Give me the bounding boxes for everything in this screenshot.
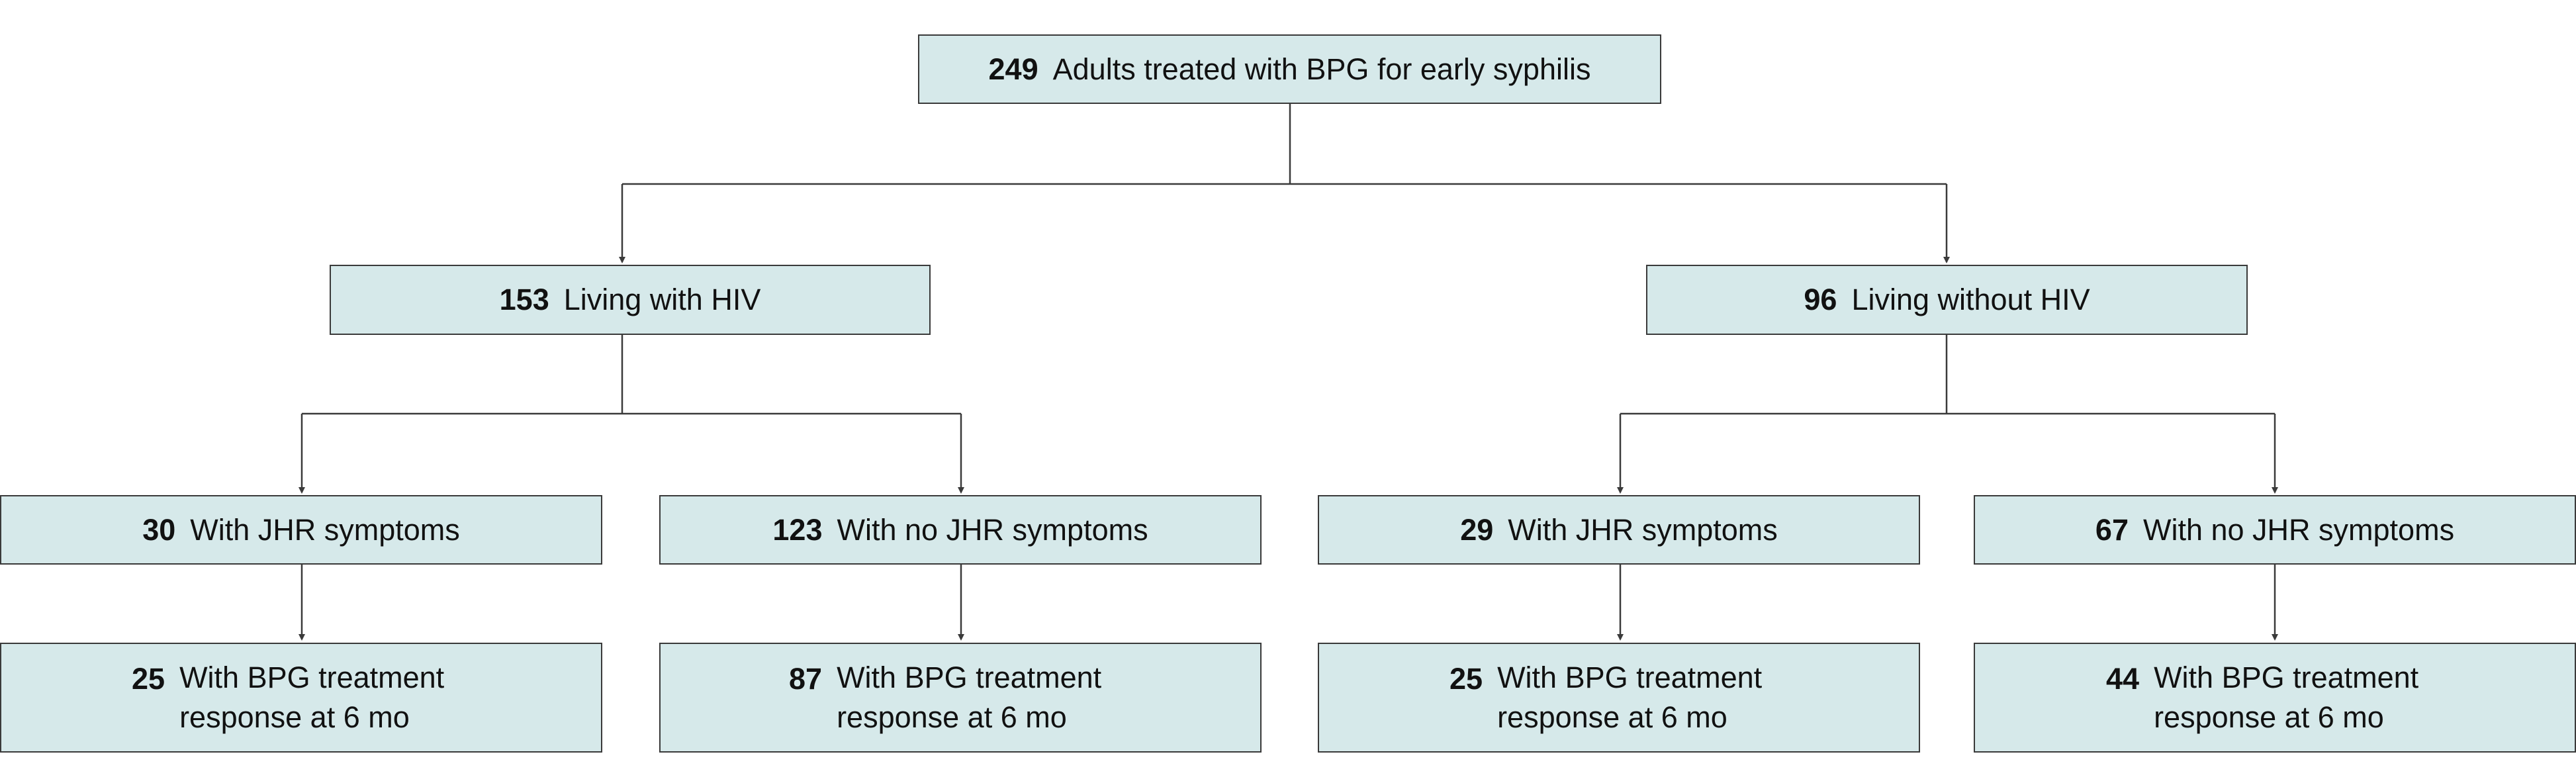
- hiv-nojhr-resp-line1: With BPG treatment: [837, 661, 1102, 694]
- hiv-jhr-resp-box: 25 With BPG treatment response at 6 mo: [0, 643, 602, 753]
- hiv-jhr-resp-label: With BPG treatment response at 6 mo: [179, 658, 444, 737]
- hiv-jhr-resp-line1: With BPG treatment: [179, 661, 445, 694]
- root-count: 249: [988, 52, 1038, 86]
- hiv-nojhr-count: 123: [772, 512, 823, 547]
- hiv-count: 153: [499, 283, 549, 316]
- hiv-jhr-count: 30: [142, 512, 176, 547]
- nohiv-jhr-label: With JHR symptoms: [1508, 512, 1778, 547]
- nohiv-nojhr-label: With no JHR symptoms: [2142, 512, 2455, 547]
- hiv-nojhr-label: With no JHR symptoms: [837, 512, 1148, 547]
- nohiv-count: 96: [1804, 283, 1837, 316]
- nohiv-nojhr-resp-line1: With BPG treatment: [2154, 661, 2419, 694]
- hiv-jhr-box: 30 With JHR symptoms: [0, 495, 602, 565]
- hiv-jhr-resp-count: 25: [132, 662, 165, 696]
- root-label: Adults treated with BPG for early syphil…: [1052, 52, 1591, 86]
- nohiv-nojhr-resp-box: 44 With BPG treatment response at 6 mo: [1974, 643, 2576, 753]
- root-box: 249 Adults treated with BPG for early sy…: [918, 34, 1661, 104]
- nohiv-nojhr-resp-label: With BPG treatment response at 6 mo: [2154, 658, 2418, 737]
- nohiv-nojhr-resp-line2: response at 6 mo: [2154, 700, 2384, 734]
- hiv-nojhr-resp-label: With BPG treatment response at 6 mo: [837, 658, 1101, 737]
- hiv-nojhr-box: 123 With no JHR symptoms: [659, 495, 1262, 565]
- nohiv-jhr-resp-line2: response at 6 mo: [1497, 700, 1727, 734]
- nohiv-label: Living without HIV: [1851, 283, 2090, 316]
- nohiv-nojhr-box: 67 With no JHR symptoms: [1974, 495, 2576, 565]
- hiv-jhr-resp-line2: response at 6 mo: [179, 700, 410, 734]
- nohiv-jhr-box: 29 With JHR symptoms: [1318, 495, 1920, 565]
- nohiv-nojhr-count: 67: [2095, 512, 2129, 547]
- nohiv-jhr-resp-line1: With BPG treatment: [1497, 661, 1763, 694]
- hiv-box: 153 Living with HIV: [330, 265, 931, 335]
- hiv-nojhr-resp-line2: response at 6 mo: [837, 700, 1067, 734]
- nohiv-jhr-count: 29: [1460, 512, 1494, 547]
- hiv-nojhr-resp-count: 87: [789, 662, 823, 696]
- nohiv-nojhr-resp-count: 44: [2106, 662, 2140, 696]
- nohiv-box: 96 Living without HIV: [1646, 265, 2248, 335]
- nohiv-jhr-resp-box: 25 With BPG treatment response at 6 mo: [1318, 643, 1920, 753]
- hiv-jhr-label: With JHR symptoms: [190, 512, 460, 547]
- nohiv-jhr-resp-count: 25: [1449, 662, 1483, 696]
- hiv-nojhr-resp-box: 87 With BPG treatment response at 6 mo: [659, 643, 1262, 753]
- nohiv-jhr-resp-label: With BPG treatment response at 6 mo: [1497, 658, 1762, 737]
- hiv-label: Living with HIV: [563, 283, 761, 316]
